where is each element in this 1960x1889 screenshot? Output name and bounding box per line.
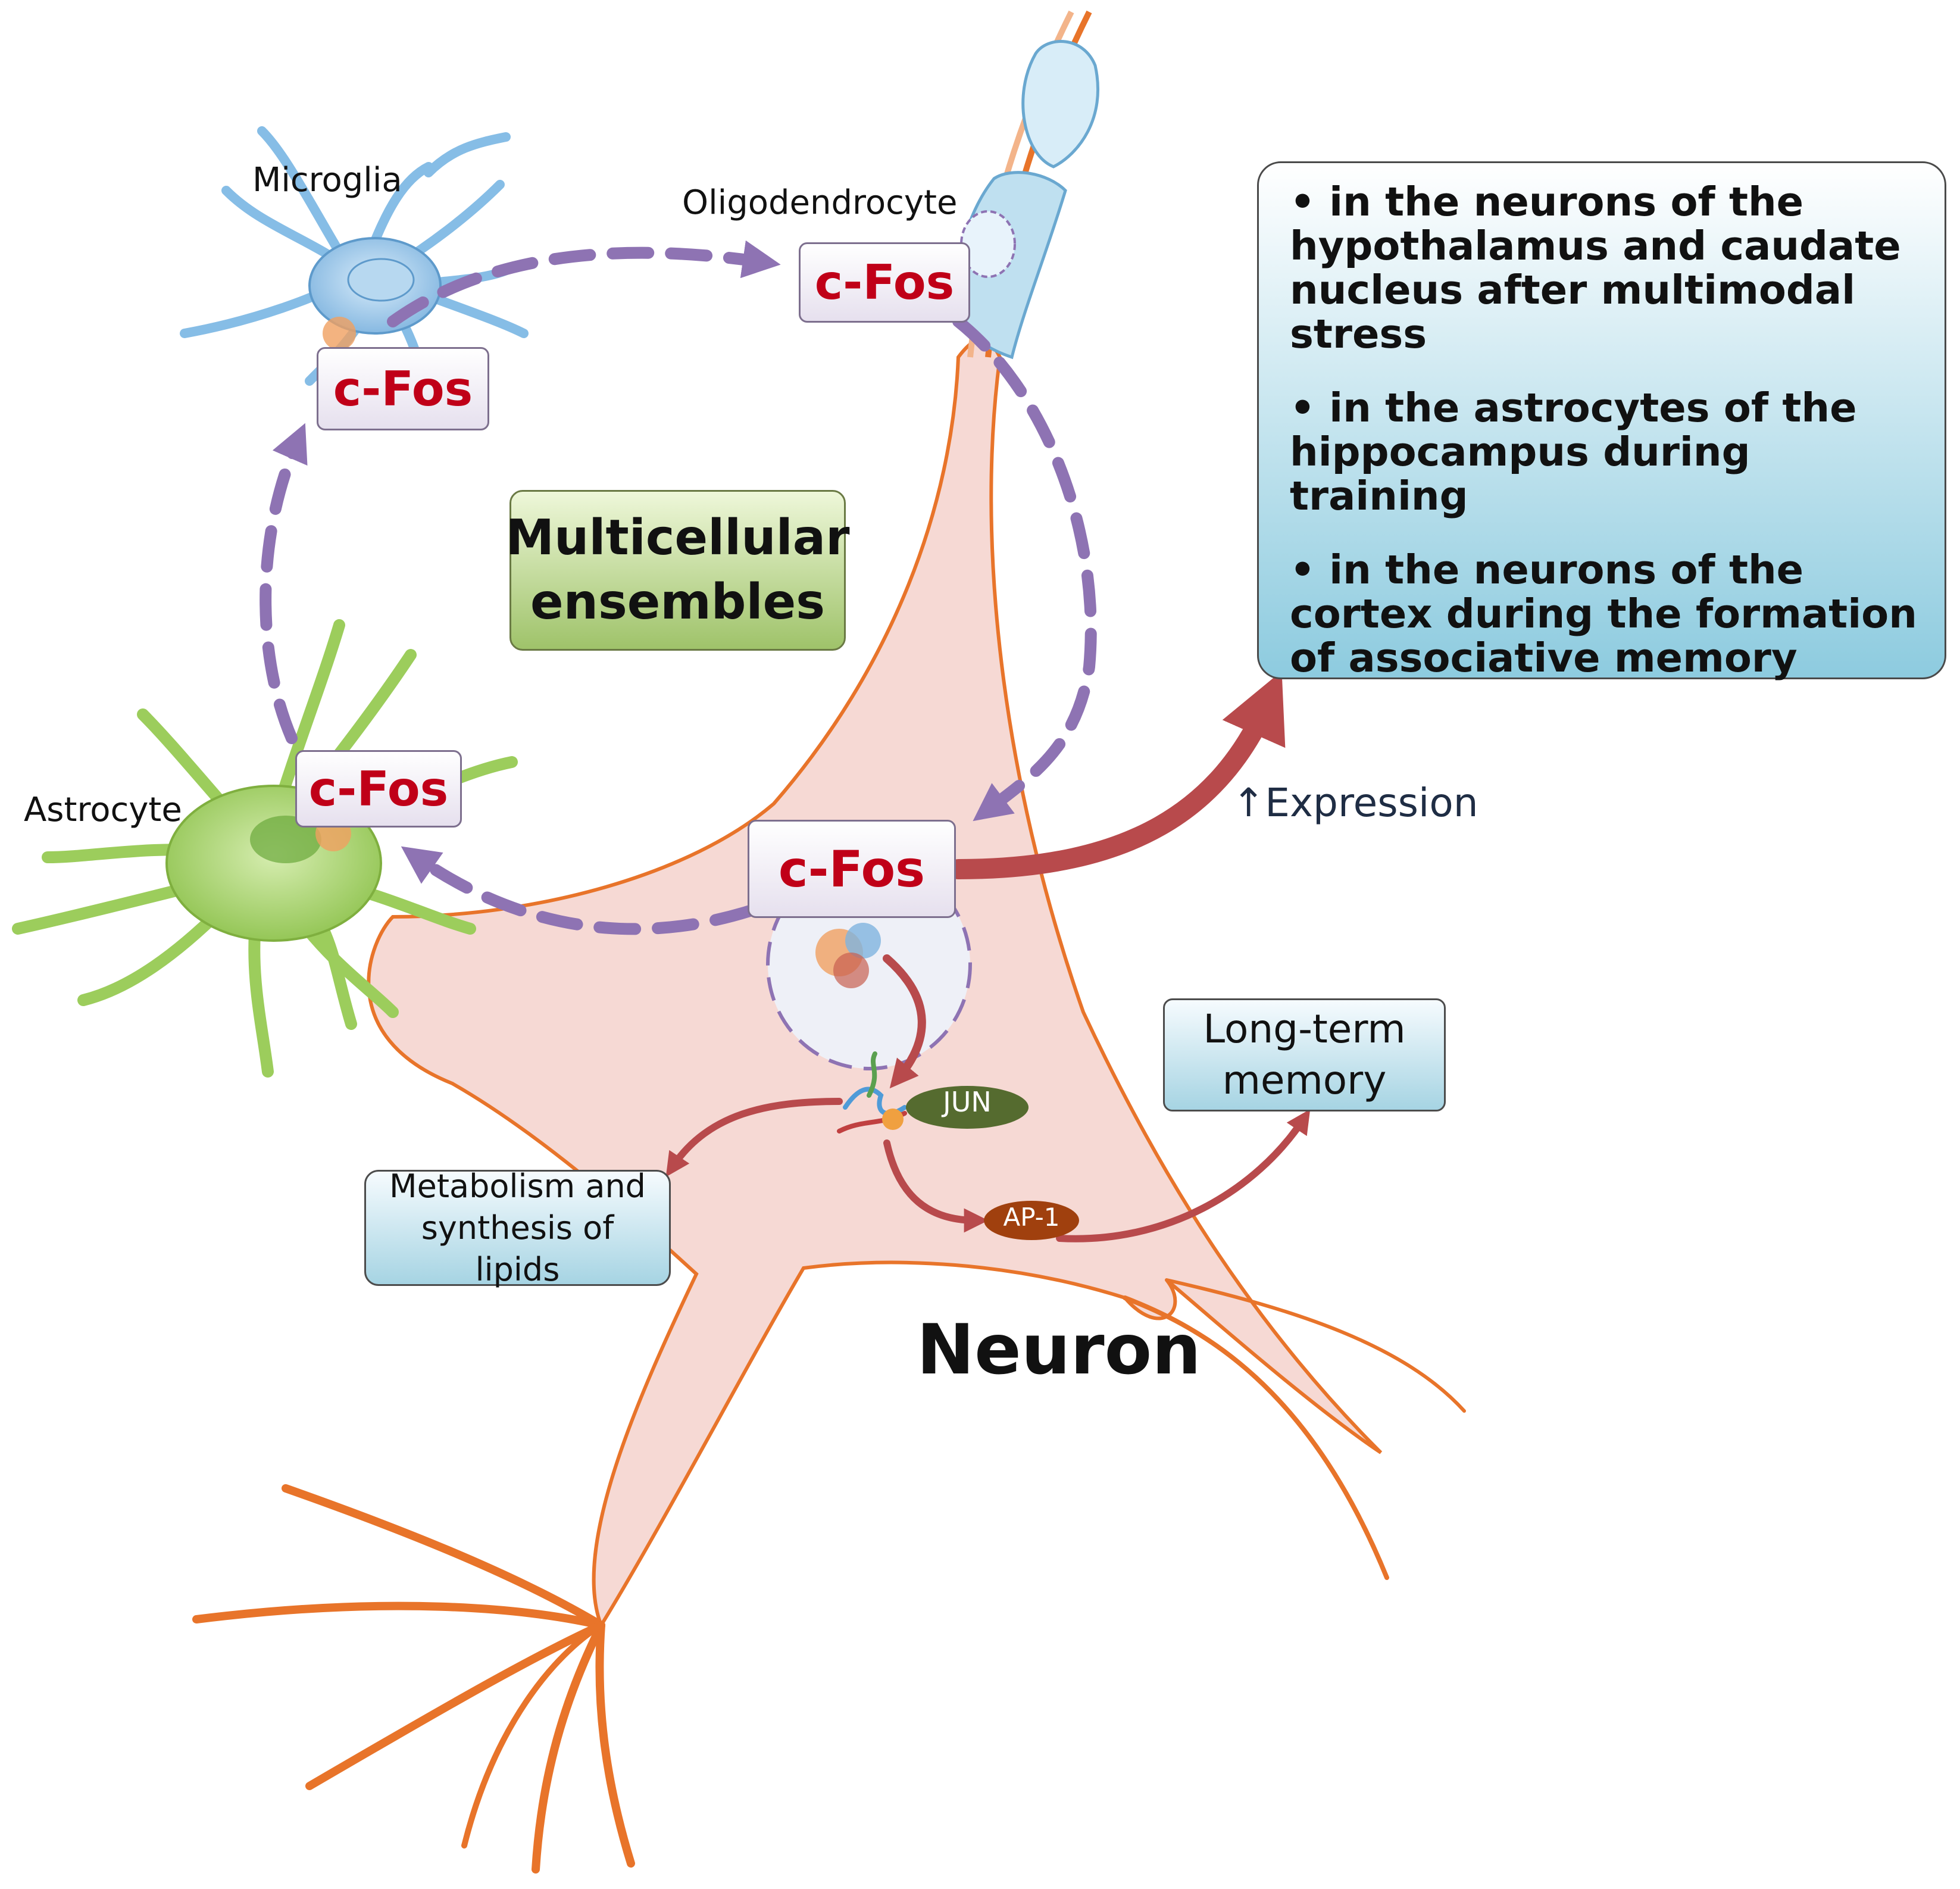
cfos-astrocyte-box: c-Fos <box>295 750 462 828</box>
expression-site-hippocampus: • in the astrocytes of the hippocampus d… <box>1290 385 1857 519</box>
ensemble-cycle-arrows <box>260 240 1097 935</box>
expression-label: ↑Expression <box>1232 780 1478 826</box>
cfos-microglia-box: c-Fos <box>317 347 489 430</box>
oligodendrocyte-label: Oligodendrocyte <box>682 183 958 222</box>
microglia-label: Microglia <box>252 161 402 199</box>
long-term-memory-box: Long-term memory <box>1163 998 1446 1111</box>
lipid-metabolism-box: Metabolism and synthesis of lipids <box>364 1167 671 1288</box>
pathway-arrows <box>665 671 1311 1242</box>
cfos-oligodendrocyte-box: c-Fos <box>799 242 970 323</box>
expression-site-cortex: • in the neurons of the cortex during th… <box>1290 547 1917 681</box>
expression-sites-box: • in the neurons of the hypothalamus and… <box>1257 161 1946 681</box>
multicellular-ensembles-box: Multicellular ensembles <box>505 490 850 651</box>
cfos-neuron-box: c-Fos <box>748 820 956 918</box>
jun-oval <box>906 1086 1029 1129</box>
protein-complex <box>837 1051 907 1134</box>
ap1-oval <box>984 1201 1079 1240</box>
ap1-label: AP-1 <box>1003 1203 1060 1232</box>
jun-label: JUN <box>943 1086 992 1118</box>
oligodendrocyte-cell <box>951 40 1099 360</box>
astrocyte-label: Astrocyte <box>24 791 182 829</box>
neuron-label: Neuron <box>917 1310 1201 1390</box>
expression-site-hypothalamus: • in the neurons of the hypothalamus and… <box>1290 179 1901 357</box>
